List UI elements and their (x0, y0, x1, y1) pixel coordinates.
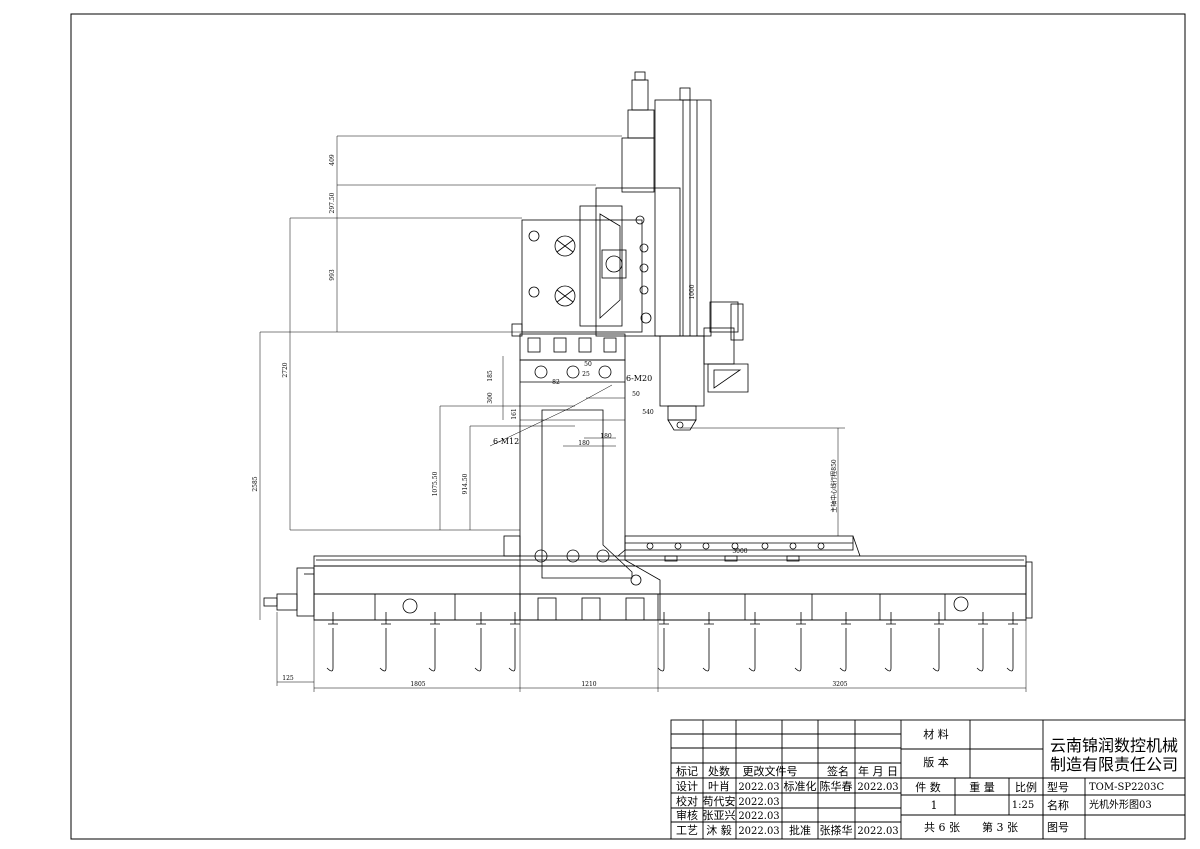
version-label: 版 本 (923, 755, 949, 769)
dim-50b: 50 (632, 391, 640, 398)
model-value: TOM-SP2203C (1089, 782, 1165, 793)
standard-label: 标准化 (784, 779, 817, 793)
dim-3000: 3000 (732, 548, 747, 555)
dim-914: 914.50 (462, 473, 469, 494)
dim-m20: 6-M20 (626, 374, 652, 383)
check-label: 校对 (676, 794, 698, 808)
design-label: 设计 (676, 780, 698, 793)
dim-180a: 180 (578, 440, 590, 447)
dim-1075: 1075.50 (432, 471, 439, 496)
design-date: 2022.03 (738, 782, 779, 793)
design-name: 叶肖 (708, 779, 730, 793)
company-line2: 制造有限责任公司 (1050, 755, 1178, 774)
dim-409: 409 (329, 154, 336, 166)
sheet-border (70, 13, 1186, 840)
process-date: 2022.03 (738, 826, 779, 837)
check-date: 2022.03 (738, 797, 779, 808)
model-label: 型号 (1047, 780, 1069, 794)
title-block-text: 材 料 版 本 云南锦润数控机械 制造有限责任公司 标记 处数 更改文件号 签名… (676, 727, 1178, 837)
scale-label: 比例 (1015, 780, 1037, 794)
material-label: 材 料 (923, 727, 949, 741)
process-name: 沐 毅 (706, 823, 732, 837)
dimension-lines (259, 135, 1027, 692)
sheets-total: 共 6 张 (924, 821, 960, 834)
dim-25: 25 (582, 371, 590, 378)
weight-label: 重 量 (969, 780, 995, 794)
dim-161: 161 (511, 408, 518, 419)
header-count: 处数 (708, 765, 730, 778)
name-label: 名称 (1047, 798, 1069, 812)
dim-3205: 3205 (832, 681, 847, 688)
machine-outline (263, 71, 1033, 621)
name-value: 光机外形图03 (1089, 798, 1152, 811)
check-name: 苟代安 (703, 794, 736, 808)
dim-50a: 50 (584, 361, 592, 368)
header-change-doc: 更改文件号 (743, 764, 798, 778)
title-block (670, 719, 1186, 840)
dim-2720: 2720 (282, 362, 289, 377)
dim-2585: 2585 (252, 476, 259, 491)
standard-name: 陈华春 (820, 779, 853, 793)
dim-180b: 180 (600, 433, 612, 440)
approve-date: 2022.03 (857, 826, 898, 837)
dim-297: 297.50 (329, 192, 336, 213)
dim-540: 540 (642, 409, 654, 416)
dim-82: 82 (552, 379, 560, 386)
standard-date: 2022.03 (857, 782, 898, 793)
dim-1210: 1210 (581, 681, 596, 688)
dim-1000: 1000 (689, 284, 696, 299)
dim-1805: 1805 (410, 681, 425, 688)
dim-125: 125 (282, 675, 294, 682)
process-label: 工艺 (676, 824, 698, 837)
company-line1: 云南锦润数控机械 (1050, 736, 1178, 755)
header-signature: 签名 (827, 764, 849, 778)
header-date: 年 月 日 (858, 764, 898, 778)
review-name: 张亚兴 (703, 809, 736, 822)
pieces-value: 1 (931, 799, 938, 812)
spindle-note: 主轴中心线行程850 (830, 459, 838, 513)
dimension-labels: 409 297.50 993 2720 2585 1075.50 914.50 … (252, 154, 848, 688)
dim-185: 185 (487, 370, 494, 382)
dim-300: 300 (487, 392, 494, 404)
drawing-no-label: 图号 (1047, 821, 1069, 834)
dim-993: 993 (329, 269, 336, 281)
review-label: 审核 (676, 808, 698, 822)
dim-m12: 6-M12 (493, 437, 519, 446)
levelling-feet (326, 612, 1018, 672)
pieces-label: 件 数 (915, 781, 941, 794)
header-mark: 标记 (676, 764, 698, 778)
scale-value: 1:25 (1012, 800, 1034, 811)
approve-name: 张搽华 (820, 823, 853, 837)
sheet-no: 第 3 张 (982, 820, 1018, 834)
review-date: 2022.03 (738, 811, 779, 822)
approve-label: 批准 (789, 823, 811, 837)
